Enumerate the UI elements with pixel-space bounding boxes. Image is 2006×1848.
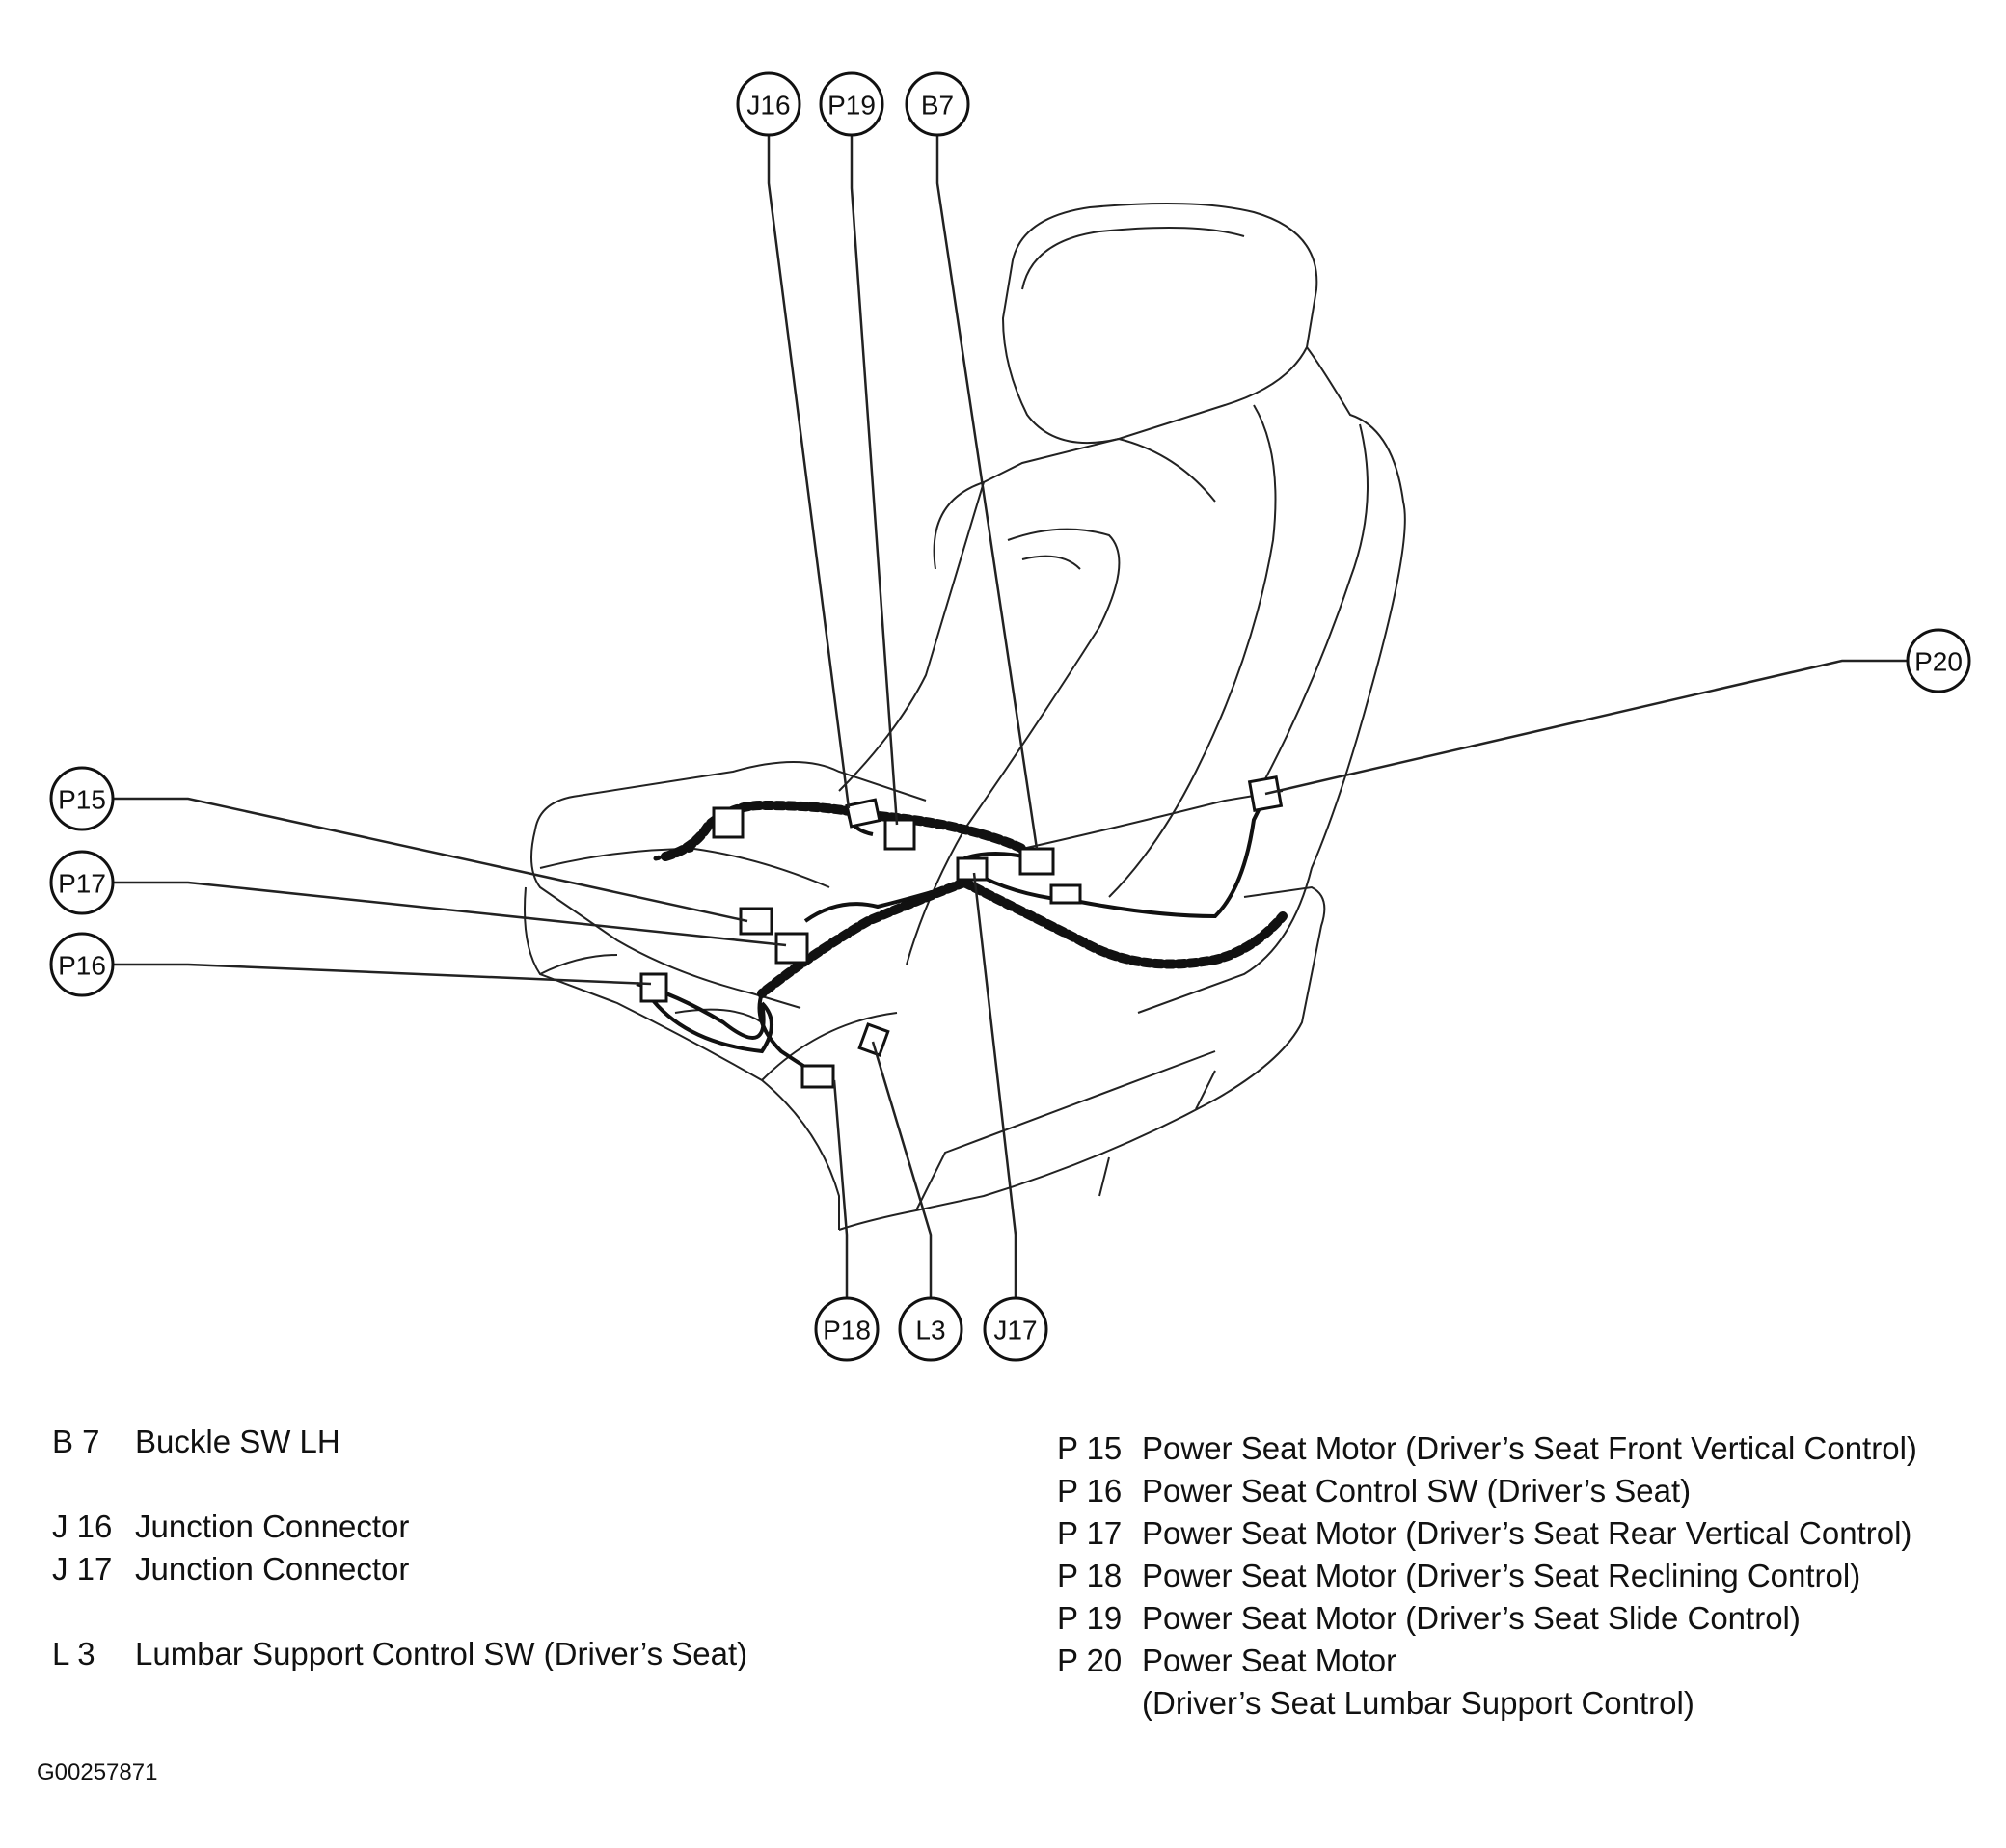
legend-code xyxy=(1057,1682,1142,1725)
legend-item-p20-continued: (Driver’s Seat Lumbar Support Control) xyxy=(1057,1682,1917,1725)
legend-item-j16: J 16 Junction Connector xyxy=(52,1506,747,1548)
legend-code: P 18 xyxy=(1057,1558,1123,1593)
legend-code: P 16 xyxy=(1057,1473,1123,1508)
svg-text:P16: P16 xyxy=(58,951,106,981)
legend-code: P 17 xyxy=(1057,1515,1123,1551)
leader-lines xyxy=(114,135,1908,1307)
legend-desc: Power Seat Motor (Driver’s Seat Reclinin… xyxy=(1142,1558,1861,1593)
legend-item-b7: B 7 Buckle SW LH xyxy=(52,1421,747,1463)
connector-p15 xyxy=(739,907,773,936)
svg-text:P15: P15 xyxy=(58,785,106,815)
legend-item-p15: P 15 Power Seat Motor (Driver’s Seat Fro… xyxy=(1057,1427,1917,1470)
legend-item-p17: P 17 Power Seat Motor (Driver’s Seat Rea… xyxy=(1057,1512,1917,1555)
legend-item-l3: L 3 Lumbar Support Control SW (Driver’s … xyxy=(52,1633,747,1675)
svg-text:P19: P19 xyxy=(827,91,876,121)
connector-mid xyxy=(1049,883,1082,905)
callout-b7: B7 xyxy=(905,71,970,137)
svg-text:L3: L3 xyxy=(915,1316,945,1345)
connector-p17 xyxy=(774,932,809,965)
svg-text:B7: B7 xyxy=(921,91,954,121)
legend-code: J 17 xyxy=(52,1551,113,1587)
svg-text:P18: P18 xyxy=(823,1316,871,1345)
callout-p18: P18 xyxy=(814,1296,880,1362)
callout-l3: L3 xyxy=(898,1296,963,1362)
figure-id: G00257871 xyxy=(37,1759,158,1785)
seat-outline xyxy=(524,203,1406,1231)
svg-text:P17: P17 xyxy=(58,869,106,899)
legend-item-j17: J 17 Junction Connector xyxy=(52,1548,747,1590)
legend-desc: Power Seat Motor (Driver’s Seat Rear Ver… xyxy=(1142,1515,1912,1551)
legend-desc: Junction Connector xyxy=(135,1508,410,1544)
legend-item-p19: P 19 Power Seat Motor (Driver’s Seat Sli… xyxy=(1057,1597,1917,1640)
legend-right: P 15 Power Seat Motor (Driver’s Seat Fro… xyxy=(1057,1427,1917,1725)
svg-text:J16: J16 xyxy=(746,91,790,121)
legend-code: P 20 xyxy=(1057,1643,1123,1678)
wire-harness-main xyxy=(653,800,1288,998)
callout-p15: P15 xyxy=(49,766,115,831)
legend-code: B 7 xyxy=(52,1424,100,1459)
connector-j17 xyxy=(956,856,989,882)
legend-code: J 16 xyxy=(52,1508,113,1544)
callout-p16: P16 xyxy=(49,932,115,997)
legend-item-p20: P 20 Power Seat Motor xyxy=(1057,1640,1917,1682)
callout-p17: P17 xyxy=(49,850,115,915)
svg-text:P20: P20 xyxy=(1914,647,1963,677)
legend-desc: Power Seat Motor (Driver’s Seat Slide Co… xyxy=(1142,1600,1801,1636)
legend-desc: Power Seat Motor (Driver’s Seat Front Ve… xyxy=(1142,1430,1917,1466)
callout-p19: P19 xyxy=(819,71,884,137)
callout-j17: J17 xyxy=(983,1296,1048,1362)
legend-desc: Power Seat Control SW (Driver’s Seat) xyxy=(1142,1473,1692,1508)
legend-code: L 3 xyxy=(52,1636,95,1671)
legend-desc: Lumbar Support Control SW (Driver’s Seat… xyxy=(135,1636,748,1671)
connector-p18 xyxy=(800,1064,835,1089)
callout-p20: P20 xyxy=(1906,628,1971,693)
wire-branches xyxy=(636,800,1265,1077)
connector-l3 xyxy=(857,1022,890,1057)
callout-j16: J16 xyxy=(736,71,801,137)
legend-desc: Power Seat Motor xyxy=(1142,1643,1397,1678)
callouts: J16 P19 B7 P20 P15 P17 P16 P18 L3 J17 xyxy=(49,71,1971,1362)
legend-code: P 15 xyxy=(1057,1430,1123,1466)
connector-p19 xyxy=(883,818,916,851)
legend-item-p16: P 16 Power Seat Control SW (Driver’s Sea… xyxy=(1057,1470,1917,1512)
connector-b7 xyxy=(1018,847,1055,876)
seat-harness-diagram: J16 P19 B7 P20 P15 P17 P16 P18 L3 J17 xyxy=(49,71,1971,1362)
connector-p16 xyxy=(639,972,668,1003)
legend-desc: Junction Connector xyxy=(135,1551,410,1587)
connector-j16 xyxy=(845,798,881,829)
legend-item-p18: P 18 Power Seat Motor (Driver’s Seat Rec… xyxy=(1057,1555,1917,1597)
legend-left: B 7 Buckle SW LH J 16 Junction Connector… xyxy=(52,1421,747,1675)
legend-code: P 19 xyxy=(1057,1600,1123,1636)
svg-text:J17: J17 xyxy=(993,1316,1037,1345)
connectors xyxy=(639,775,1284,1089)
legend-desc: (Driver’s Seat Lumbar Support Control) xyxy=(1142,1685,1694,1721)
connector-left-end xyxy=(712,806,745,839)
legend-desc: Buckle SW LH xyxy=(135,1424,340,1459)
